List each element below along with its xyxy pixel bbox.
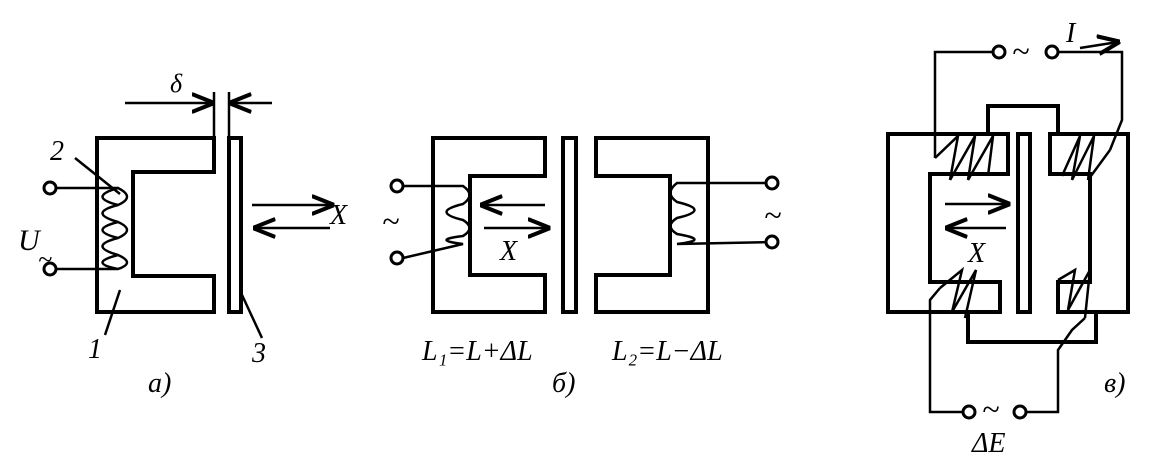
core-b-left [431,136,547,314]
tilde-b-right: ~ [764,197,781,233]
coil-c-top-right [1060,135,1112,181]
label-armature: 3 [251,338,266,369]
panel-c: ~ I ~ ΔE X в) [886,18,1130,459]
coil-c-bottom-left [939,266,978,319]
leader-armature [240,294,264,339]
supply-terminal-left [991,44,1007,60]
armature-b [561,136,578,314]
armature-c [1016,132,1032,314]
motion-label-a: X [329,200,348,231]
caption-a: а) [148,368,171,399]
source-label: U [18,224,42,257]
tilde-b-left: ~ [382,203,399,239]
current-arrow [1079,42,1118,48]
bottom-bridge [966,312,1098,344]
top-bridge [986,104,1060,134]
label-core: 1 [88,334,102,365]
supply-tilde: ~ [1012,33,1029,69]
terminal-b-right-bottom [764,234,780,250]
current-label: I [1065,18,1077,49]
label-coil: 2 [50,136,64,167]
core-a [95,136,216,314]
gap-label: δ [170,69,183,98]
core-c-left [886,132,1010,314]
output-terminal-left [961,404,977,420]
terminal-a-bottom [42,261,58,277]
eq-l2: L₂=L−ΔL [611,336,723,367]
output-label: ΔE [971,428,1006,459]
panel-b: ~ ~ X L₁=L+ΔL L₂=L−ΔL б) [382,136,781,399]
motion-label-b: X [499,236,518,267]
output-terminal-right [1012,404,1028,420]
armature-a [227,136,243,314]
caption-b: б) [552,368,575,399]
coil-c-bottom-right [1057,267,1092,319]
panel-a: δ U ~ X 2 1 3 а) [18,69,348,399]
terminal-b-left-top [389,178,405,194]
caption-c: в) [1104,368,1125,399]
coil-b-left [402,184,471,260]
output-tilde: ~ [982,391,999,427]
source-tilde: ~ [38,245,52,274]
core-b-right [594,136,710,314]
coil-c-top-left [934,132,995,181]
leader-core [103,289,122,336]
leader-coil [74,157,121,195]
output-circuit: ~ ΔE [928,287,1086,459]
supply-terminal-right [1044,44,1060,60]
eq-l1: L₁=L+ΔL [421,336,533,367]
terminal-b-right-top [764,175,780,191]
supply-circuit: ~ I [933,18,1124,158]
motion-label-c: X [967,238,986,269]
terminal-a-top [42,180,58,196]
terminal-b-left-bottom [389,250,405,266]
coil-b-right [669,181,773,246]
